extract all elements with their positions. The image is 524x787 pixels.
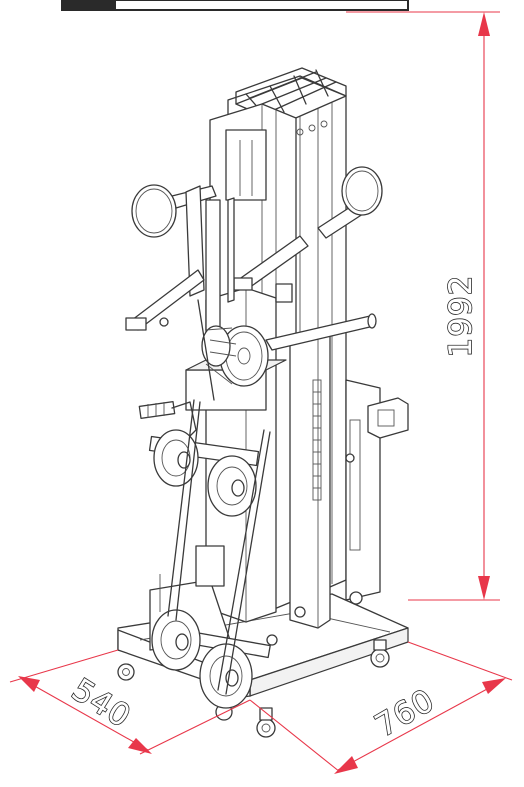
right-column: [289, 329, 331, 629]
lift-tower-illustration: [117, 67, 409, 738]
handle-arm-mid: [265, 313, 377, 351]
straps: [167, 299, 271, 695]
dimension-height: 1992: [346, 11, 500, 601]
winch-drum: [201, 197, 269, 387]
height-label: 1992: [443, 275, 479, 358]
handle-arm-left: [125, 184, 221, 331]
handle-arm-right: [233, 166, 383, 303]
upper-wheels: [148, 429, 260, 517]
width-label: 760: [369, 682, 441, 744]
depth-label: 540: [65, 672, 137, 735]
lower-wheels: [151, 609, 271, 709]
header-bar: [61, 0, 409, 11]
rear-outrigger: [345, 379, 409, 605]
